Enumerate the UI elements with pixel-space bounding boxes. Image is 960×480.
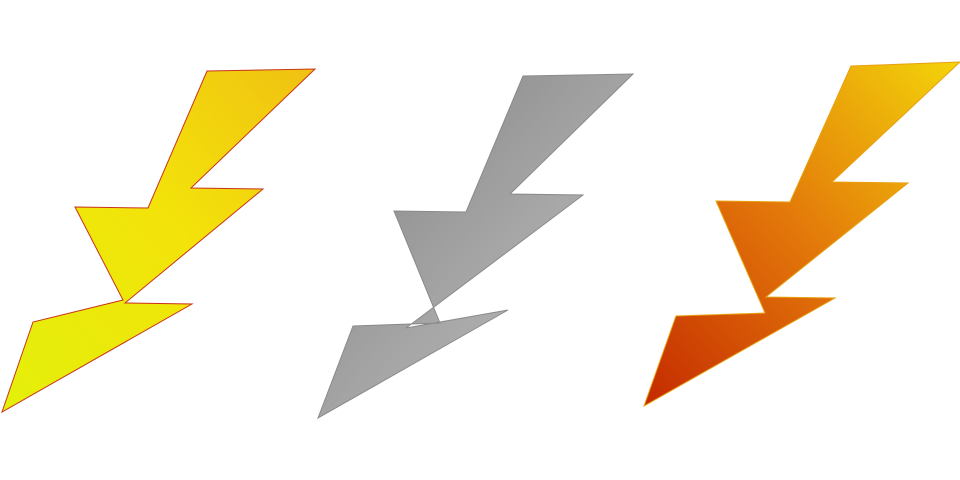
orange-lightning-bolt-icon — [643, 61, 960, 408]
yellow-lightning-bolt-icon — [1, 68, 317, 414]
gray-lightning-bolt-icon — [317, 73, 635, 420]
